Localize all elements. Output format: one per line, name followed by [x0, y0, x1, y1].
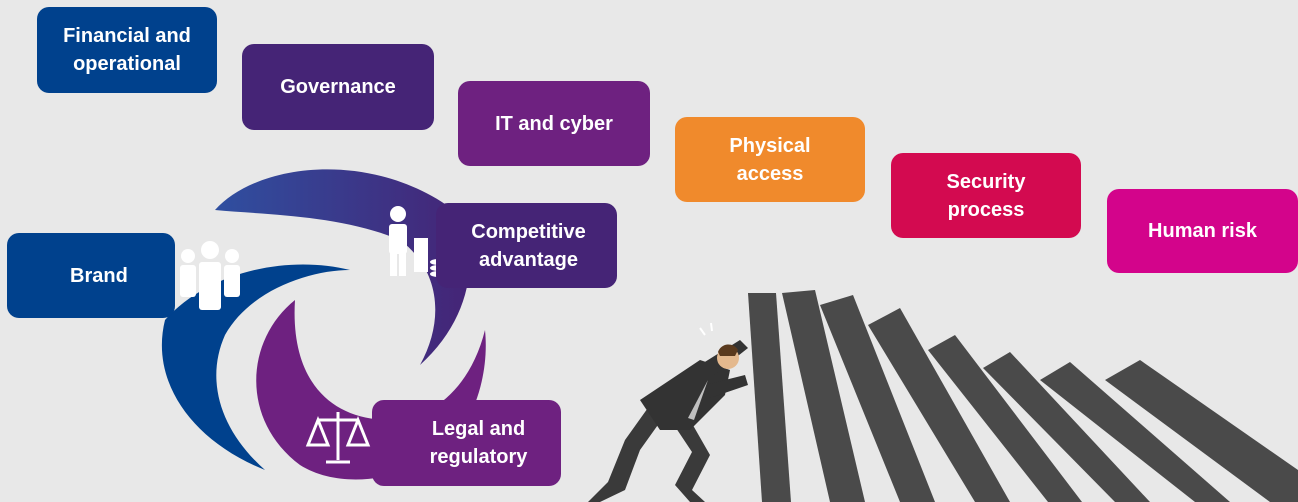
- man-holding-dominoes-icon: [588, 322, 748, 502]
- risk-label-it-cyber: IT and cyber: [495, 112, 613, 135]
- swirl-arm-brand: [161, 264, 350, 470]
- risk-box-physical-access: Physical access: [675, 117, 865, 202]
- risk-label-security-process: Security process: [946, 170, 1026, 221]
- risk-box-financial-operational: Financial and operational: [37, 7, 217, 93]
- risk-label-governance: Governance: [280, 76, 396, 98]
- impact-box-legal-regulatory: Legal and regulatory: [372, 400, 561, 486]
- swirl-arm-competitive: [215, 169, 470, 365]
- risk-box-governance: Governance: [242, 44, 434, 130]
- risk-label-financial-operational: Financial and operational: [63, 25, 191, 75]
- impact-label-competitive-advantage: Competitive advantage: [471, 220, 586, 271]
- impact-box-brand: Brand: [7, 233, 175, 318]
- risk-box-human-risk: Human risk: [1107, 189, 1298, 273]
- risk-label-physical-access: Physical access: [729, 134, 811, 185]
- risk-box-security-process: Security process: [891, 153, 1081, 238]
- risk-box-it-cyber: IT and cyber: [458, 81, 650, 166]
- falling-dominoes: [748, 290, 1298, 502]
- business-team-icon: [180, 241, 240, 310]
- scales-of-justice-icon: [305, 412, 371, 464]
- risk-label-human-risk: Human risk: [1148, 220, 1257, 242]
- impact-label-legal-regulatory: Legal and regulatory: [429, 418, 528, 468]
- impact-box-competitive-advantage: Competitive advantage: [436, 203, 617, 288]
- impact-label-brand: Brand: [70, 264, 128, 287]
